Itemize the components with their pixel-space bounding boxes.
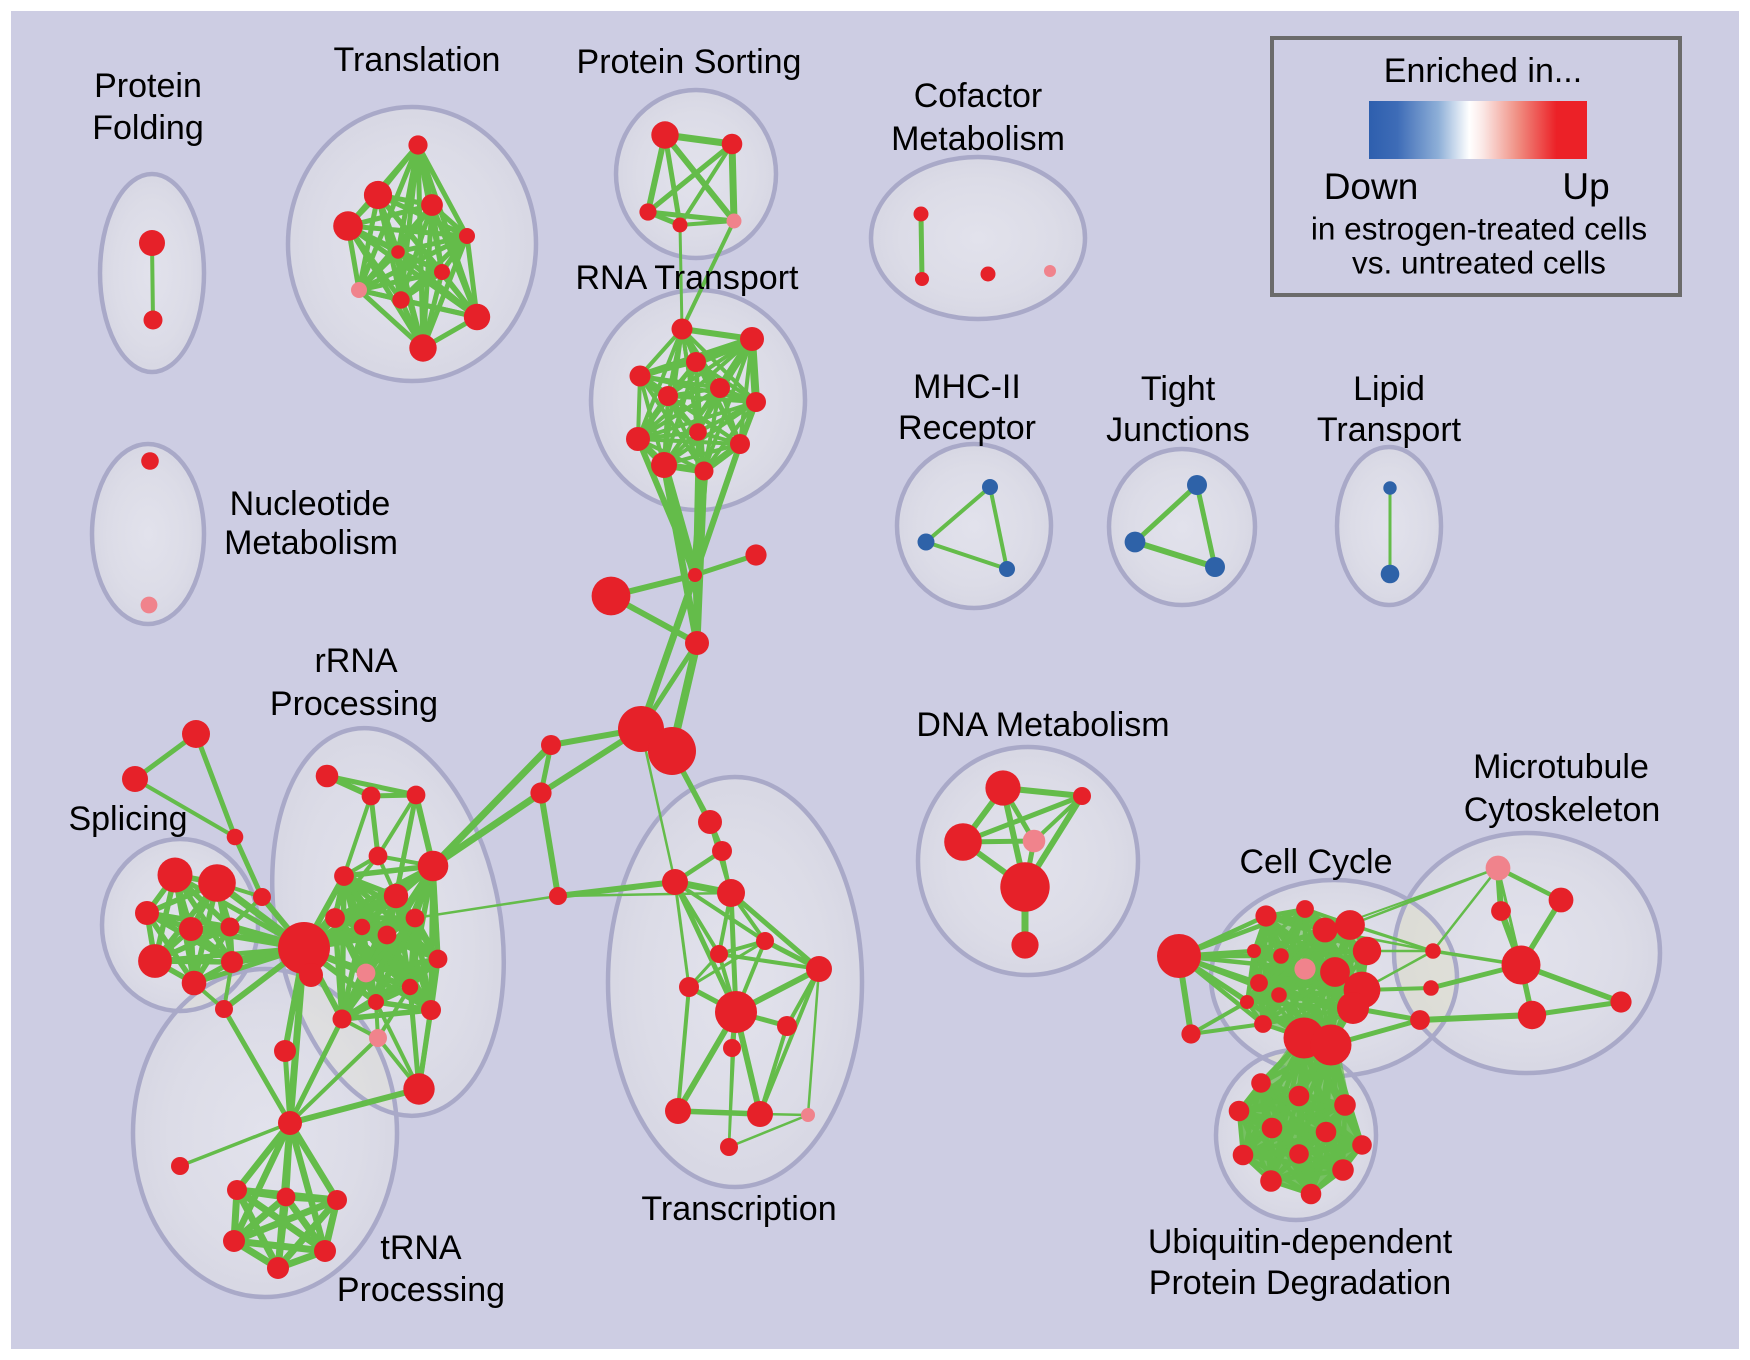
svg-text:Cofactor: Cofactor [914,77,1043,115]
svg-text:DNA Metabolism: DNA Metabolism [916,706,1169,744]
svg-text:Splicing: Splicing [68,800,187,838]
svg-text:Protein: Protein [94,67,202,105]
svg-text:Enriched in...: Enriched in... [1384,52,1582,90]
svg-text:Lipid: Lipid [1353,370,1425,408]
svg-text:Processing: Processing [337,1271,505,1309]
svg-text:Tight: Tight [1141,370,1216,408]
svg-text:Junctions: Junctions [1106,411,1250,449]
svg-text:Metabolism: Metabolism [224,524,398,562]
svg-text:RNA Transport: RNA Transport [576,259,800,297]
svg-text:Receptor: Receptor [898,409,1036,447]
svg-text:MHC-II: MHC-II [913,368,1021,406]
svg-text:tRNA: tRNA [380,1229,462,1267]
svg-text:Ubiquitin-dependent: Ubiquitin-dependent [1148,1223,1453,1261]
svg-text:Transport: Transport [1317,411,1462,449]
svg-text:Cytoskeleton: Cytoskeleton [1464,791,1661,829]
svg-text:rRNA: rRNA [314,642,397,680]
svg-text:Down: Down [1324,166,1419,207]
svg-text:Protein Degradation: Protein Degradation [1149,1264,1451,1302]
svg-text:Metabolism: Metabolism [891,120,1065,158]
svg-text:Up: Up [1562,166,1609,207]
svg-text:Nucleotide: Nucleotide [230,485,391,523]
svg-text:Microtubule: Microtubule [1473,748,1649,786]
svg-text:vs. untreated cells: vs. untreated cells [1352,244,1606,280]
svg-text:in estrogen-treated cells: in estrogen-treated cells [1311,210,1647,246]
svg-text:Folding: Folding [92,109,204,147]
svg-text:Transcription: Transcription [641,1190,836,1228]
svg-text:Translation: Translation [334,41,501,79]
svg-text:Protein Sorting: Protein Sorting [577,43,802,81]
svg-text:Cell Cycle: Cell Cycle [1239,843,1392,881]
svg-text:Processing: Processing [270,685,438,723]
